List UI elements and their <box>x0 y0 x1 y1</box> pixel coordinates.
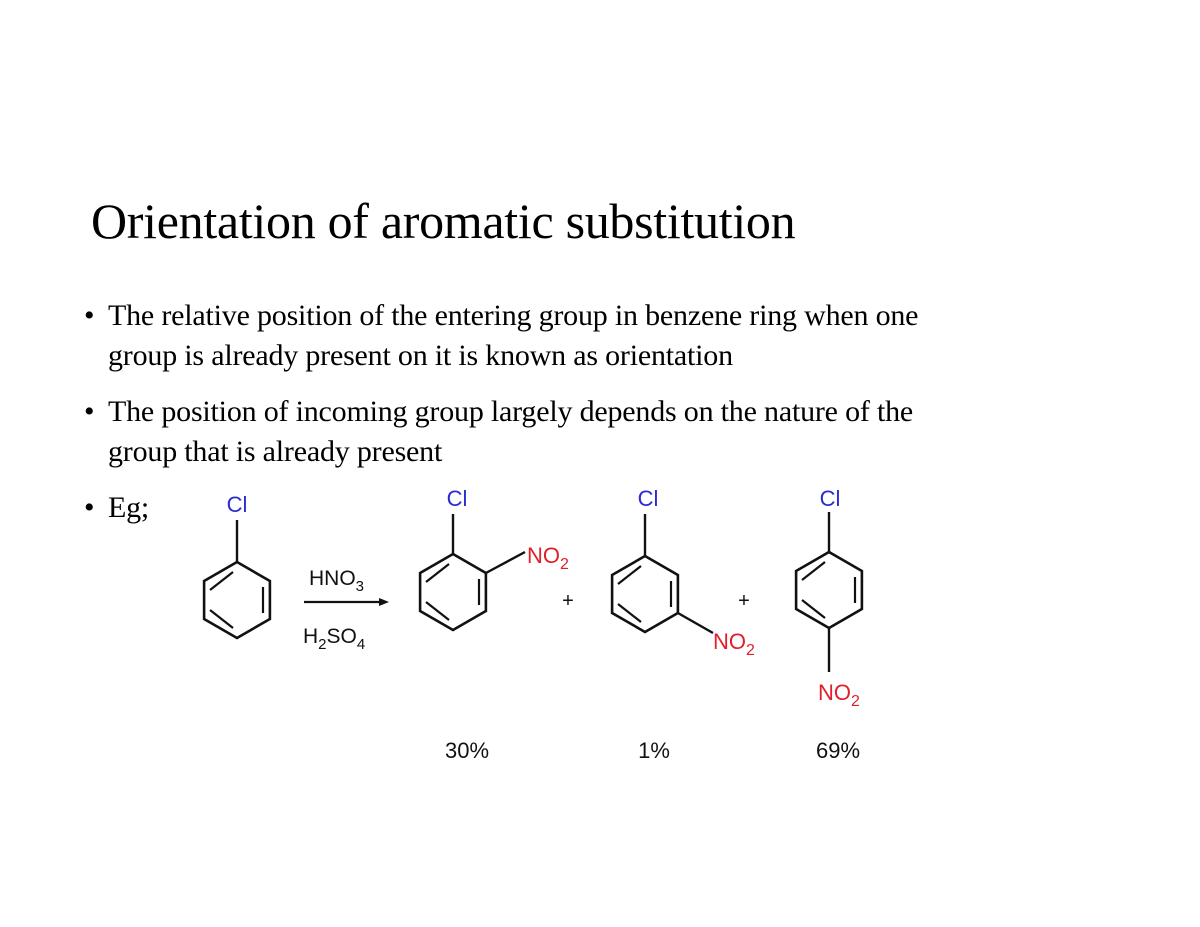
bullet-orientation-definition: • The relative position of the entering … <box>84 296 919 376</box>
ortho-chloronitrobenzene-structure <box>418 514 526 632</box>
arrow-head-icon <box>379 598 389 606</box>
reagent-h2so4: H2SO4 <box>303 625 365 653</box>
slide-title: Orientation of aromatic substitution <box>91 193 796 249</box>
bullet-marker: • <box>84 299 95 332</box>
chlorine-label: Cl <box>638 486 659 511</box>
bullet-line: The relative position of the entering gr… <box>108 299 919 332</box>
yield-para: 69% <box>816 738 860 763</box>
reagent-hno3: HNO3 <box>309 567 364 595</box>
yield-meta: 1% <box>638 738 670 763</box>
plus-sign: + <box>562 590 574 612</box>
chlorobenzene-structure <box>202 520 272 640</box>
nitro-label: NO2 <box>527 543 569 573</box>
chlorine-label: Cl <box>447 486 468 511</box>
bullet-marker: • <box>84 395 95 428</box>
nitro-label: NO2 <box>818 680 860 710</box>
bullet-example: • Eg; <box>84 488 149 528</box>
chlorine-label: Cl <box>820 486 841 511</box>
meta-chloronitrobenzene-structure <box>610 514 714 635</box>
nitro-label: NO2 <box>713 629 755 659</box>
bullet-line: The position of incoming group largely d… <box>108 395 914 428</box>
para-chloronitrobenzene-structure <box>794 512 864 672</box>
bullet-line: group is already present on it is known … <box>108 339 733 372</box>
chlorine-label: Cl <box>227 492 248 517</box>
bullet-line: group that is already present <box>108 435 443 468</box>
yield-ortho: 30% <box>445 738 489 763</box>
bullet-line: Eg; <box>108 491 150 524</box>
plus-sign: + <box>738 590 750 612</box>
bullet-marker: • <box>84 491 95 524</box>
bullet-incoming-group: • The position of incoming group largely… <box>84 392 913 472</box>
